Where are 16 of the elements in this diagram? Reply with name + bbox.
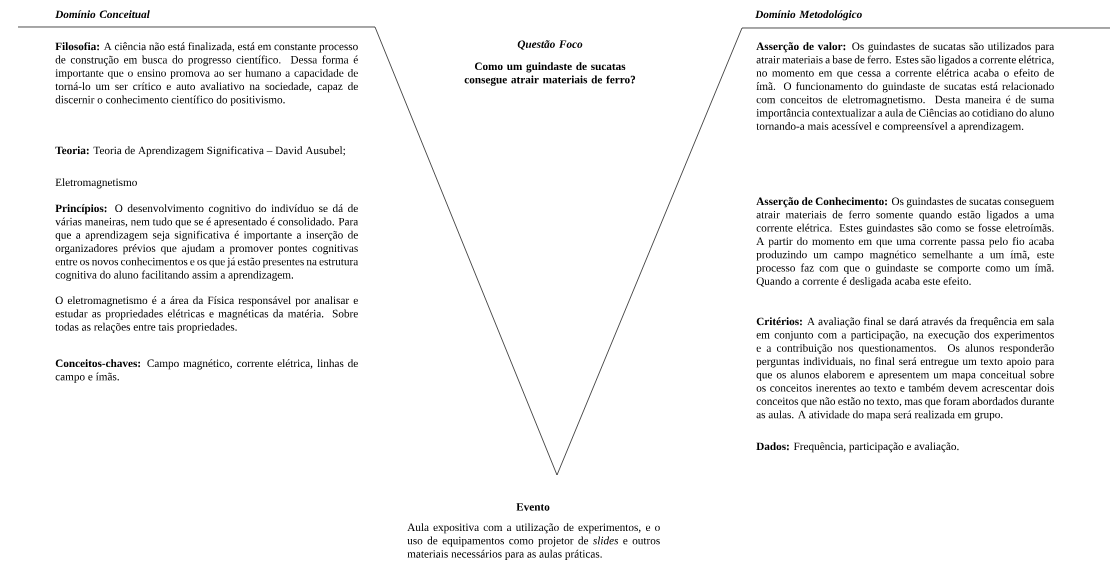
section-heading: Evento	[516, 503, 550, 511]
paragraph: Teoria: Teoria de Aprendizagem Significativa – David Ausubel;	[55, 146, 345, 157]
paragraph: Dados: Frequência, participação e avaliação.	[756, 442, 959, 453]
focus-question: Como um guindaste de sucatas consegue atrair materiais de ferro?	[464, 62, 636, 86]
paragraph: Critérios: A avaliação final se dará através da frequência em sala em conjunto com a participação, na execução dos experimentos e a contribuição nos questionamentos. Os alunos responderão perguntas individuais, no final será entregue um texto apoio para que os alunos elaborem e apresentem um mapa conceitual sobre os conceitos inerentes ao texto e também devem acrescentar dois conceitos que não estão no texto, mas que foram abordados durante as aulas. A atividade do mapa será realizada em grupo.	[756, 317, 1055, 421]
paragraph: Asserção de valor: Os guindastes de sucatas são utilizados para atrair materiais a base de ferro. Estes são ligados a corrente elétrica, no momento em que cessa a corrente elétrica acaba o efeito de ímã. O funcionamento do guindaste de sucatas está relacionado com conceitos de eletromagnetismo. Desta maneira é de suma importância contextualizar a aula de Ciências ao cotidiano do aluno tornando-a mais acessível e compreensível a aprendizagem.	[756, 42, 1055, 133]
domain-heading: Domínio Conceitual	[55, 10, 150, 19]
paragraph: Aula expositiva com a utilização de experimentos, e o uso de equipamentos como projetor de slides e outros materiais necessários para as aulas práticas.	[407, 523, 660, 560]
paragraph: O eletromagnetismo é a área da Física responsável por analisar e estudar as propriedades elétricas e magnéticas da matéria. Sobre todas as relações entre tais propriedades.	[55, 296, 358, 333]
paragraph: Filosofia: A ciência não está finalizada, está em constante processo de construção em busca do progresso científico. Dessa forma é importante que o ensino promova ao ser humano a capacidade de torná-lo um ser crítico e auto avaliativo na sociedade, capaz de discernir o conhecimento científico do positivismo.	[55, 42, 358, 106]
paragraph: Asserção de Conhecimento: Os guindastes de sucatas conseguem atrair materiais de ferro somente quando estão ligados a uma corrente elétrica. Estes guindastes são como se fosse eletroímãs. A partir do momento em que uma corrente passa pelo fio acaba produzindo um campo magnético semelhante a um ímã, este processo faz com que o guindaste se comporte como um ímã. Quando a corrente é desligada acaba este efeito.	[756, 197, 1055, 288]
paragraph: Princípios: O desenvolvimento cognitivo do indivíduo se dá de várias maneiras, nem tudo que se é apresentado é consolidado. Para que a aprendizagem seja significativa é importante a inserção de organizadores prévios que ajudam a promover pontes cognitivas entre os novos conhecimentos e os que já estão presentes na estrutura cognitiva do aluno facilitando assim a aprendizagem.	[55, 204, 359, 281]
paragraph: Eletromagnetismo	[55, 178, 137, 189]
domain-heading: Domínio Metodológico	[755, 10, 862, 21]
section-heading: Questão Foco	[517, 40, 583, 50]
paragraph: Conceitos-chaves: Campo magnético, corrente elétrica, linhas de campo e ímãs.	[55, 359, 358, 383]
